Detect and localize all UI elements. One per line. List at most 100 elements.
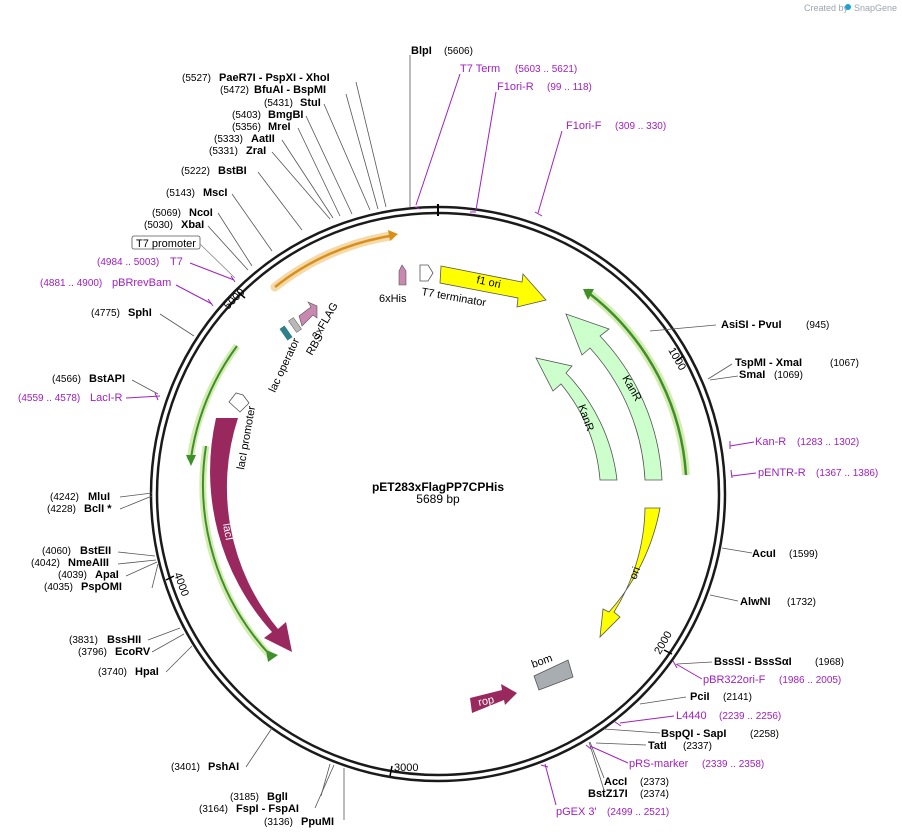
rop-arrow [470, 684, 517, 713]
rbs-block [288, 317, 302, 333]
backbone: 1000 2000 3000 4000 5000 [149, 204, 727, 783]
tick-4000 [165, 575, 175, 581]
kanr-inner-arrow [535, 357, 618, 481]
plasmid-name: pET283xFlagPP7CPHis [372, 480, 504, 494]
enzyme-pos: (5431) [264, 98, 293, 109]
enzyme-pos: (3740) [98, 667, 127, 678]
enzyme-pos: (2374) [640, 789, 669, 800]
enzyme-pos: (4039) [58, 570, 87, 581]
laci-label: lacI [220, 522, 235, 541]
enzyme-pos: (2258) [750, 729, 779, 740]
primer-name: pRS-marker [629, 758, 689, 770]
enzyme-pos: (5356) [232, 122, 261, 133]
snapgene-credit: Created by SnapGene [804, 3, 897, 13]
enzyme-name: FspI - FspAI [236, 803, 299, 815]
primer-labels: T7 Term (5603 .. 5621) F1ori-R (99 .. 11… [18, 63, 878, 818]
credit-prefix: Created by [804, 3, 849, 13]
primer-name: F1ori-R [497, 81, 534, 93]
orange-arrow [274, 234, 391, 288]
f1-ori-arrow [439, 265, 547, 308]
enzyme-name: PpuMI [301, 816, 334, 828]
tick-label-3000: 3000 [394, 762, 418, 774]
primer-name: pBR322ori-F [703, 674, 766, 686]
enzyme-name: AatII [251, 133, 275, 145]
enzyme-pos: (4042) [31, 558, 60, 569]
laci-promoter-arrow [228, 392, 250, 413]
enzyme-name: BspQI - SapI [661, 728, 726, 740]
enzyme-pos: (1067) [830, 358, 859, 369]
enzyme-pos: (5472) [220, 85, 249, 96]
tick-2000 [663, 649, 673, 655]
enzyme-name: NmeAIII [68, 557, 109, 569]
green-arc-laci [201, 445, 271, 656]
lac-operator-label: lac operator [267, 336, 303, 394]
enzyme-name: TspMI - XmaI [735, 357, 802, 369]
enzyme-name: AlwNI [740, 596, 771, 608]
enzyme-pos: (4228) [47, 504, 76, 515]
green-arc-right-head [583, 289, 594, 300]
enzyme-pos: (5222) [181, 166, 210, 177]
enzyme-pos: (3136) [264, 817, 293, 828]
enzyme-name: BmgBI [268, 109, 303, 121]
orange-arrow-head [388, 230, 398, 241]
enzyme-name: PspOMI [81, 581, 122, 593]
enzyme-pos: (2373) [640, 777, 669, 788]
enzyme-pos: (2337) [683, 741, 712, 752]
primer-name: L4440 [676, 710, 707, 722]
enzyme-name: BssHII [107, 634, 141, 646]
enzyme-name: AsiSI - PvuI [721, 319, 782, 331]
enzyme-pos: (5331) [209, 146, 238, 157]
enzyme-name: SphI [128, 307, 152, 319]
green-arc-left-head [186, 455, 196, 466]
enzyme-name: EcoRV [115, 646, 151, 658]
primer-pos: (4881 .. 4900) [40, 278, 102, 289]
enzyme-name: BfuAI - BspMI [254, 84, 326, 96]
enzyme-pos: (5606) [444, 46, 473, 57]
t7-promoter-label: T7 promoter [136, 238, 196, 250]
kanr-outer-arrow [565, 313, 663, 481]
enzyme-pos: (4035) [44, 582, 73, 593]
enzyme-name: BstAPI [89, 373, 125, 385]
enzyme-pos: (5527) [182, 73, 211, 84]
primer-pos: (1283 .. 1302) [797, 437, 859, 448]
enzyme-pos: (4775) [91, 308, 120, 319]
enzyme-pos: (2141) [723, 692, 752, 703]
t7-promoter-box [131, 235, 201, 250]
primer-pos: (1367 .. 1386) [816, 468, 878, 479]
primer-pos: (309 .. 330) [615, 121, 666, 132]
tick-1000 [676, 355, 684, 362]
t7-promoter-tag: T7 promoter [131, 235, 236, 279]
laci-promoter-label: lacI promoter [235, 405, 258, 471]
enzyme-pos: (5030) [144, 220, 173, 231]
primer-name: pGEX 3' [556, 806, 597, 818]
enzyme-name: MreI [268, 121, 291, 133]
enzyme-name: BstZ17I [588, 788, 628, 800]
f1-ori-label: f1 ori [475, 274, 501, 291]
enzyme-name: BclI * [84, 503, 112, 515]
primer-pos: (99 .. 118) [547, 82, 592, 93]
t7-promoter-leader [199, 243, 236, 279]
his-tag-block [398, 264, 407, 286]
enzyme-pos: (945) [806, 320, 829, 331]
primer-pos: (5603 .. 5621) [515, 64, 577, 75]
enzyme-pos: (3831) [69, 635, 98, 646]
green-arc-right [589, 293, 688, 476]
enzyme-pos: (5403) [232, 110, 261, 121]
tick-5000 [237, 291, 246, 299]
laci-arrow [210, 418, 292, 652]
green-arc-left [190, 345, 238, 459]
enzyme-name: BglI [267, 791, 288, 803]
enzyme-pos: (1968) [815, 657, 844, 668]
credit-brand: SnapGene [854, 3, 897, 13]
primer-pos: (2499 .. 2521) [607, 807, 669, 818]
enzyme-name: TatI [648, 740, 667, 752]
enzyme-name: AccI [604, 776, 627, 788]
enzyme-name: SmaI [739, 369, 765, 381]
enzyme-pos: (5333) [214, 134, 243, 145]
enzyme-pos: (1732) [787, 597, 816, 608]
enzyme-labels: BlpI (5606) (5527) PaeR7I - PspXI - XhoI… [31, 45, 859, 828]
enzyme-name: BstEII [80, 545, 111, 557]
enzyme-name: ZraI [246, 145, 266, 157]
enzyme-name: PciI [690, 691, 710, 703]
